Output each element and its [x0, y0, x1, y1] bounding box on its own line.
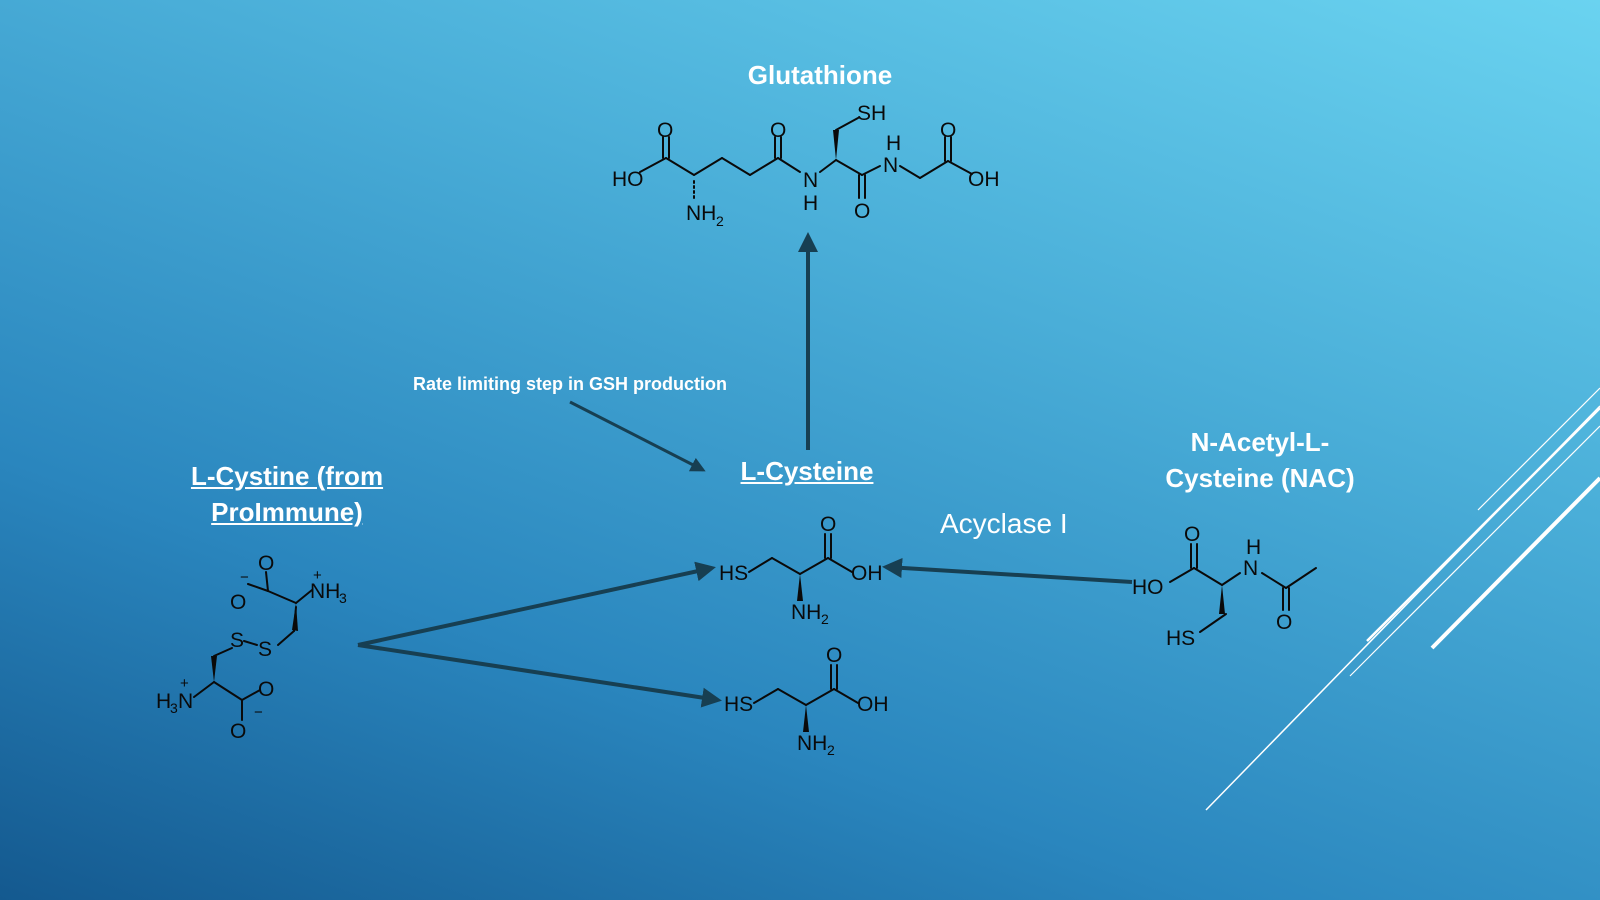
atom-label: H — [1246, 536, 1261, 559]
atom-subscript: 2 — [827, 742, 835, 758]
atom-label: HO — [1132, 576, 1164, 599]
cystine-title: L-Cystine (from ProImmune) — [140, 458, 434, 530]
glutathione-title: Glutathione — [747, 60, 893, 90]
atom-label: HO — [612, 168, 644, 191]
atom-label: HS — [719, 562, 748, 585]
atom-label: NH — [686, 202, 716, 225]
atom-subscript: 3 — [339, 590, 347, 606]
atom-label: O — [1276, 611, 1292, 634]
atom-label: O — [258, 552, 274, 575]
atom-label: OH — [851, 562, 883, 585]
cystine-title-line1: L-Cystine (from — [190, 461, 384, 491]
charge-sign: + — [180, 675, 189, 692]
charge-sign: + — [313, 567, 322, 584]
atom-label: OH — [857, 693, 889, 716]
deco-line — [1205, 405, 1600, 811]
cysteine-title: L-Cysteine — [740, 456, 874, 486]
atom-label: N — [883, 154, 898, 177]
atom-label: O — [820, 513, 836, 536]
atom-label: H — [886, 132, 901, 155]
atom-label: N — [1243, 557, 1258, 580]
cysteine-structure-bottom — [753, 664, 859, 706]
charge-sign: − — [254, 704, 263, 721]
atom-label: O — [657, 119, 673, 142]
atom-subscript: 2 — [716, 213, 724, 229]
arrow-rate-limiting — [569, 400, 706, 472]
atom-subscript: 2 — [821, 611, 829, 627]
atom-label: N — [803, 169, 818, 192]
cysteine-structure-top — [748, 533, 853, 575]
glutathione-structure — [639, 117, 973, 201]
arrow-cystine-to-cysteine-top — [357, 561, 716, 647]
nac-title-line2: Cysteine (NAC) — [1165, 463, 1355, 493]
cystine-title-line2: ProImmune) — [211, 497, 363, 527]
enzyme-label: Acyclase I — [940, 508, 1068, 539]
deco-line — [1477, 387, 1600, 511]
atom-label: O — [230, 591, 246, 614]
atom-label: HS — [724, 693, 753, 716]
atom-label: O — [940, 119, 956, 142]
atom-label: O — [1184, 523, 1200, 546]
atom-subscript: 3 — [170, 700, 178, 716]
atom-label: SH — [857, 102, 886, 125]
nac-title-line1: N-Acetyl-L- — [1190, 427, 1330, 457]
atom-label: S — [230, 629, 244, 652]
deco-line — [1430, 476, 1600, 650]
atom-label: O — [826, 644, 842, 667]
atom-label: O — [854, 200, 870, 223]
atom-label: NH — [791, 601, 821, 624]
nac-structure — [1169, 543, 1317, 633]
atom-label: S — [258, 638, 272, 661]
atom-label: NH — [797, 732, 827, 755]
atom-label: H — [803, 192, 818, 215]
atom-label: NH — [310, 580, 340, 603]
arrow-cystine-to-cysteine-bottom — [357, 643, 722, 708]
deco-line — [1349, 425, 1600, 677]
atom-label: HS — [1166, 627, 1195, 650]
arrow-nac-to-cysteine — [882, 557, 1133, 584]
charge-sign: − — [240, 569, 249, 586]
nac-title: N-Acetyl-L- Cysteine (NAC) — [1120, 424, 1400, 496]
atom-label: OH — [968, 168, 1000, 191]
atom-label: O — [258, 678, 274, 701]
atom-label: O — [770, 119, 786, 142]
cystine-structure — [193, 571, 313, 721]
atom-label: H — [156, 690, 171, 713]
atom-label: N — [178, 690, 193, 713]
atom-label: O — [230, 720, 246, 743]
rate-limiting-annotation: Rate limiting step in GSH production — [412, 374, 727, 394]
